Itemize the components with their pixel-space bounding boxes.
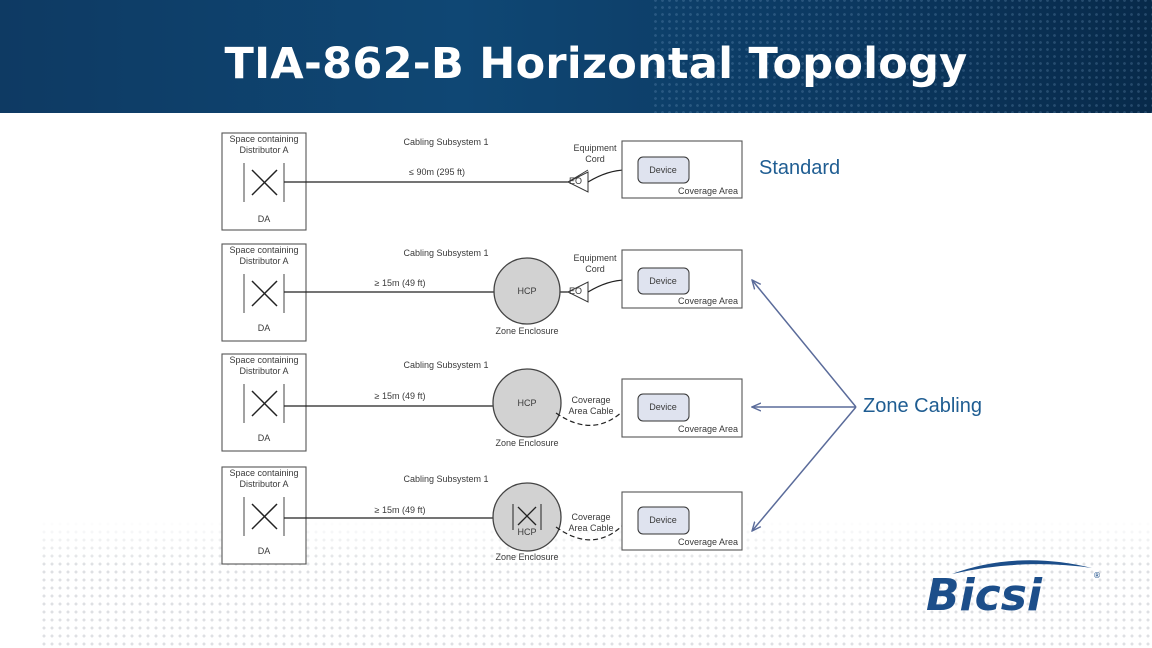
svg-text:Cabling Subsystem 1: Cabling Subsystem 1 bbox=[403, 248, 488, 258]
svg-text:≥ 15m (49 ft): ≥ 15m (49 ft) bbox=[375, 391, 426, 401]
svg-text:Cabling Subsystem 1: Cabling Subsystem 1 bbox=[403, 474, 488, 484]
coverage-cable-label-line1: Coverage bbox=[571, 395, 610, 405]
subsystem-label: Cabling Subsystem 1 bbox=[403, 137, 488, 147]
svg-text:Zone Enclosure: Zone Enclosure bbox=[495, 552, 558, 562]
equipment-cord bbox=[587, 169, 627, 183]
coverage-area-label: Coverage Area bbox=[678, 186, 738, 196]
svg-text:DA: DA bbox=[258, 323, 271, 333]
svg-text:EO: EO bbox=[569, 286, 582, 296]
device-box bbox=[637, 506, 690, 535]
svg-text:HCP: HCP bbox=[517, 398, 536, 408]
svg-text:Coverage Area: Coverage Area bbox=[678, 296, 738, 306]
coverage-cable-label-line2: Area Cable bbox=[568, 406, 613, 416]
page-title: TIA-862-B Horizontal Topology bbox=[224, 39, 968, 89]
svg-text:Distributor A: Distributor A bbox=[239, 479, 288, 489]
svg-text:Cord: Cord bbox=[585, 264, 605, 274]
svg-text:Space containing: Space containing bbox=[229, 355, 298, 365]
coverage-area-cable bbox=[555, 407, 627, 426]
row-zone-hcp-crossconnect: Space containing Distributor A DA Cablin… bbox=[221, 466, 743, 565]
device-label: Device bbox=[649, 165, 677, 175]
cable-length-label: ≤ 90m (295 ft) bbox=[409, 167, 465, 177]
svg-text:Device: Device bbox=[649, 402, 677, 412]
svg-text:Device: Device bbox=[649, 515, 677, 525]
cord-label-line2: Cord bbox=[585, 154, 605, 164]
space-label-line2: Distributor A bbox=[239, 145, 288, 155]
logo-registered-mark: ® bbox=[1093, 571, 1101, 580]
svg-text:Coverage Area: Coverage Area bbox=[678, 537, 738, 547]
svg-text:Coverage: Coverage bbox=[571, 512, 610, 522]
svg-text:Cabling Subsystem 1: Cabling Subsystem 1 bbox=[403, 360, 488, 370]
svg-text:Coverage Area: Coverage Area bbox=[678, 424, 738, 434]
hcp-circle bbox=[492, 368, 562, 438]
svg-text:Device: Device bbox=[649, 276, 677, 286]
bicsi-logo: Bicsi ® bbox=[926, 560, 1101, 621]
hcp-label: HCP bbox=[517, 286, 536, 296]
svg-text:Zone Enclosure: Zone Enclosure bbox=[495, 438, 558, 448]
logo-swoosh bbox=[952, 560, 1092, 574]
svg-text:DA: DA bbox=[258, 546, 271, 556]
header-world-map bbox=[652, 0, 1152, 113]
space-label-line1: Space containing bbox=[229, 134, 298, 144]
coverage-area-cable bbox=[555, 521, 627, 541]
svg-text:Space containing: Space containing bbox=[229, 468, 298, 478]
zone-enclosure-label: Zone Enclosure bbox=[495, 326, 558, 336]
svg-text:≥ 15m (49 ft): ≥ 15m (49 ft) bbox=[375, 505, 426, 515]
svg-text:Equipment: Equipment bbox=[573, 253, 617, 263]
eo-label: EO bbox=[569, 176, 582, 186]
zone-cabling-label: Zone Cabling bbox=[863, 395, 982, 417]
row-standard: Space containing Distributor A DA Cablin… bbox=[221, 132, 743, 231]
device-box bbox=[637, 267, 690, 295]
equipment-cord bbox=[587, 279, 627, 293]
logo-text: Bicsi bbox=[926, 570, 1043, 621]
arrow-to-row4 bbox=[752, 406, 857, 531]
cord-label-line1: Equipment bbox=[573, 143, 617, 153]
svg-text:Space containing: Space containing bbox=[229, 245, 298, 255]
hcp-circle bbox=[492, 482, 562, 552]
arrow-to-row2 bbox=[752, 280, 857, 408]
hcp-circle bbox=[493, 257, 561, 325]
svg-text:Distributor A: Distributor A bbox=[239, 256, 288, 266]
standard-label: Standard bbox=[759, 157, 841, 179]
svg-text:≥ 15m (49 ft): ≥ 15m (49 ft) bbox=[375, 278, 426, 288]
device-box bbox=[637, 156, 690, 184]
row-zone-cable: Space containing Distributor A DA Cablin… bbox=[221, 353, 743, 452]
header-banner bbox=[0, 0, 1152, 113]
row-zone-eo: Space containing Distributor A DA Cablin… bbox=[221, 243, 743, 342]
svg-text:DA: DA bbox=[258, 433, 271, 443]
svg-text:HCP: HCP bbox=[517, 527, 536, 537]
zone-cabling-arrows bbox=[752, 280, 857, 531]
da-label: DA bbox=[258, 214, 271, 224]
svg-text:Area Cable: Area Cable bbox=[568, 523, 613, 533]
device-box bbox=[637, 393, 690, 422]
svg-text:Distributor A: Distributor A bbox=[239, 366, 288, 376]
